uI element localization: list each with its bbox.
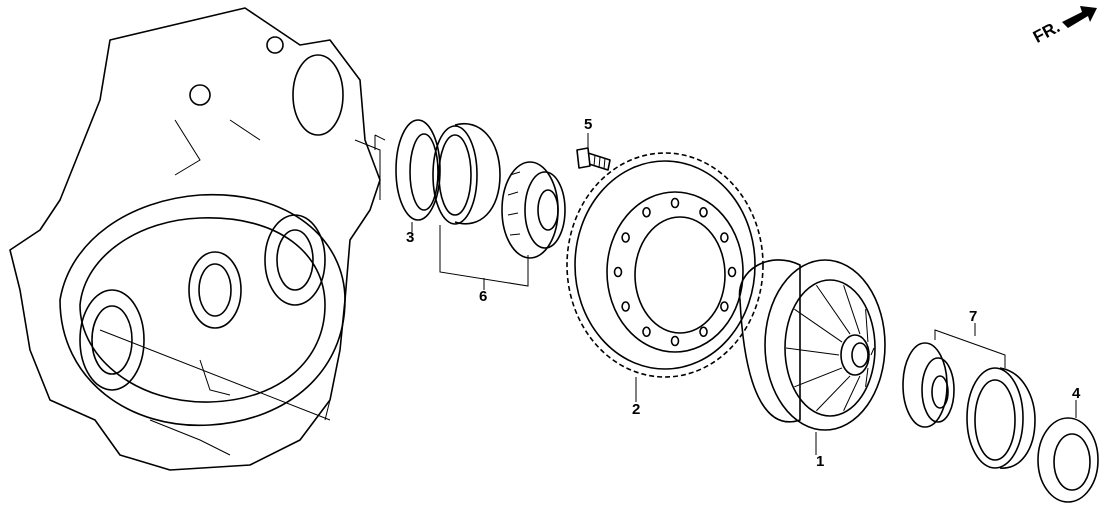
bolt-hole [613, 266, 623, 278]
bolt-hole [621, 232, 630, 243]
callout-2: 2 [632, 401, 641, 418]
bolt-hole [727, 266, 737, 278]
case-rib [816, 375, 851, 412]
case-rib [865, 309, 869, 343]
differential-case-1 [738, 259, 886, 431]
bolt-hole [642, 326, 651, 338]
case-rib [843, 375, 861, 411]
case-rib [815, 284, 851, 335]
transmission-housing [9, 7, 381, 471]
callout-1: 1 [816, 453, 825, 470]
bolt-hole [621, 301, 630, 312]
callout-4: 4 [1072, 385, 1081, 402]
case-rib [794, 308, 843, 343]
final-driven-gear-2 [566, 152, 764, 378]
bolt-hole [670, 335, 680, 347]
bearing-7 [902, 342, 1036, 469]
bolt-hole [670, 197, 680, 209]
case-rib [865, 367, 869, 387]
bolt-hole [720, 301, 729, 312]
shim-4 [1037, 417, 1099, 503]
callout-3: 3 [406, 229, 415, 246]
case-rib [870, 347, 875, 356]
bolt-hole [699, 206, 708, 218]
callout-7: 7 [969, 308, 978, 325]
case-rib [843, 285, 861, 335]
bolt-hole [720, 232, 729, 243]
callout-5: 5 [584, 116, 593, 133]
shim-3 [395, 119, 441, 221]
bolt-5 [576, 147, 611, 171]
case-rib [794, 367, 843, 388]
bolt-hole [642, 206, 651, 218]
bolt-hole [699, 326, 708, 338]
callout-6: 6 [479, 288, 488, 305]
case-rib [785, 347, 840, 356]
arrow-icon [1062, 6, 1097, 28]
leader-lines [374, 133, 1077, 455]
bearing-6 [432, 122, 566, 259]
